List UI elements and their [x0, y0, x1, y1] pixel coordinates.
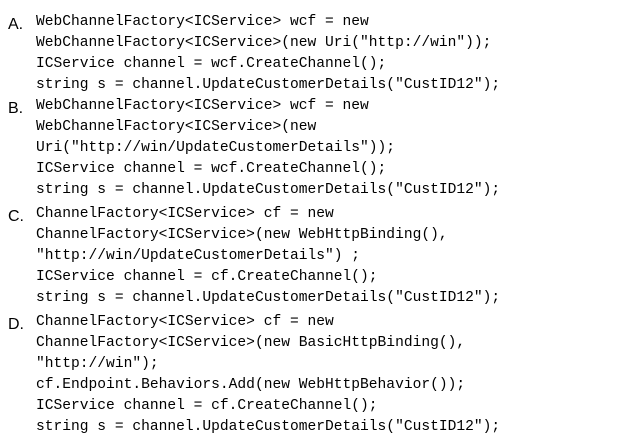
code-line: WebChannelFactory<ICService> wcf = new [36, 14, 369, 30]
code-block: ChannelFactory<ICService> cf = new Chann… [36, 204, 500, 309]
code-block: WebChannelFactory<ICService> wcf = new W… [36, 12, 500, 96]
code-line: string s = channel.UpdateCustomerDetails… [36, 182, 501, 198]
code-line: WebChannelFactory<ICService>(new Uri("ht… [36, 35, 492, 51]
option-letter: C. [8, 208, 24, 225]
option-letter: D. [8, 316, 24, 333]
code-line: ChannelFactory<ICService>(new WebHttpBin… [36, 227, 448, 243]
code-line: Uri("http://win/UpdateCustomerDetails"))… [36, 140, 396, 156]
code-line: WebChannelFactory<ICService>(new [36, 119, 317, 135]
code-line: ChannelFactory<ICService> cf = new [36, 206, 334, 222]
code-line: "http://win"); [36, 356, 159, 372]
code-line: ICService channel = wcf.CreateChannel(); [36, 56, 387, 72]
code-line: ICService channel = cf.CreateChannel(); [36, 398, 378, 414]
code-block: ChannelFactory<ICService> cf = new Chann… [36, 312, 500, 438]
code-line: string s = channel.UpdateCustomerDetails… [36, 419, 501, 435]
code-line: "http://win/UpdateCustomerDetails") ; [36, 248, 361, 264]
code-line: ICService channel = wcf.CreateChannel(); [36, 161, 387, 177]
option-letter: B. [8, 100, 24, 117]
code-line: cf.Endpoint.Behaviors.Add(new WebHttpBeh… [36, 377, 466, 393]
code-line: ChannelFactory<ICService> cf = new [36, 314, 334, 330]
option-letter: A. [8, 16, 24, 33]
code-line: ChannelFactory<ICService>(new BasicHttpB… [36, 335, 466, 351]
code-line: string s = channel.UpdateCustomerDetails… [36, 290, 501, 306]
code-line: ICService channel = cf.CreateChannel(); [36, 269, 378, 285]
code-block: WebChannelFactory<ICService> wcf = new W… [36, 96, 500, 201]
code-line: WebChannelFactory<ICService> wcf = new [36, 98, 369, 114]
code-line: string s = channel.UpdateCustomerDetails… [36, 77, 501, 93]
